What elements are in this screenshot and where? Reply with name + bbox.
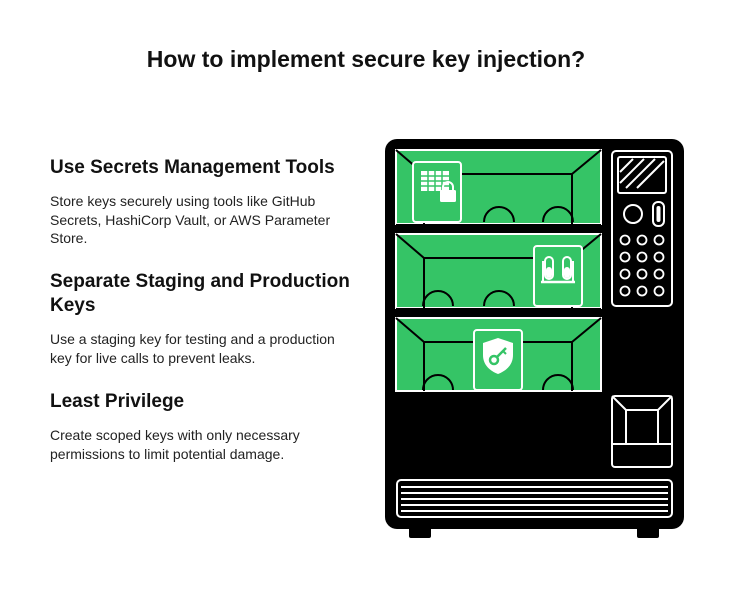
shelf-middle: [395, 233, 602, 318]
shelf-bottom: [395, 317, 602, 392]
section-body-least-privilege: Create scoped keys with only necessary p…: [50, 427, 300, 462]
section-heading-separate-keys: Separate Staging and Production Keys: [50, 271, 350, 316]
section-body-separate-keys: Use a staging key for testing and a prod…: [50, 331, 335, 366]
card-slot: [652, 201, 665, 227]
coin-button: [623, 204, 643, 224]
control-panel: [611, 150, 673, 307]
test-tubes-icon: [533, 245, 583, 307]
keypad: [619, 234, 665, 297]
shelf-top: [395, 149, 602, 234]
shield-key-icon: [473, 329, 523, 391]
section-heading-secrets-tools: Use Secrets Management Tools: [50, 157, 335, 178]
vent-grille: [396, 479, 673, 518]
section-heading-least-privilege: Least Privilege: [50, 391, 185, 412]
page-title: How to implement secure key injection?: [146, 46, 586, 72]
section-body-secrets-tools: Store keys securely using tools like Git…: [50, 193, 331, 246]
display-screen: [617, 156, 667, 194]
dispense-door: [611, 395, 673, 468]
spreadsheet-lock-icon: [412, 161, 462, 223]
